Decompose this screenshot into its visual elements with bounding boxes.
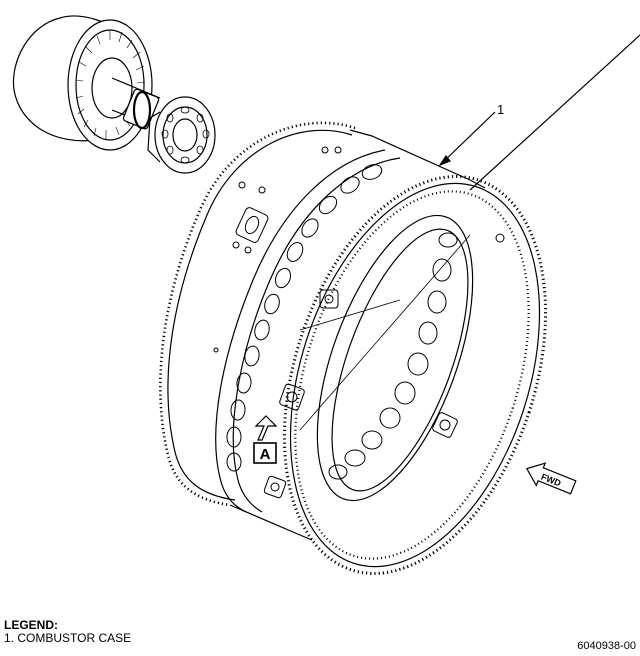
figure-number: 6040938-00 (577, 640, 636, 652)
legend-item: 1. COMBUSTOR CASE (4, 631, 132, 645)
combustor-case (159, 121, 548, 575)
combustor-holes (161, 106, 210, 164)
callout-number: 1 (497, 102, 505, 117)
front-liner-holes (328, 232, 458, 480)
legend-title: LEGEND: (4, 618, 58, 632)
callout-1-leader (439, 111, 496, 166)
liner-holes (226, 164, 383, 472)
view-label-text: A (260, 446, 271, 463)
fwd-arrow (525, 462, 577, 495)
engine-locator-inset (12, 15, 216, 174)
locator-leader-line (469, 34, 640, 191)
view-label-box (253, 442, 277, 464)
view-arrow (254, 415, 278, 441)
case-bosses (213, 146, 505, 499)
callout-1-arrowhead (438, 154, 451, 167)
